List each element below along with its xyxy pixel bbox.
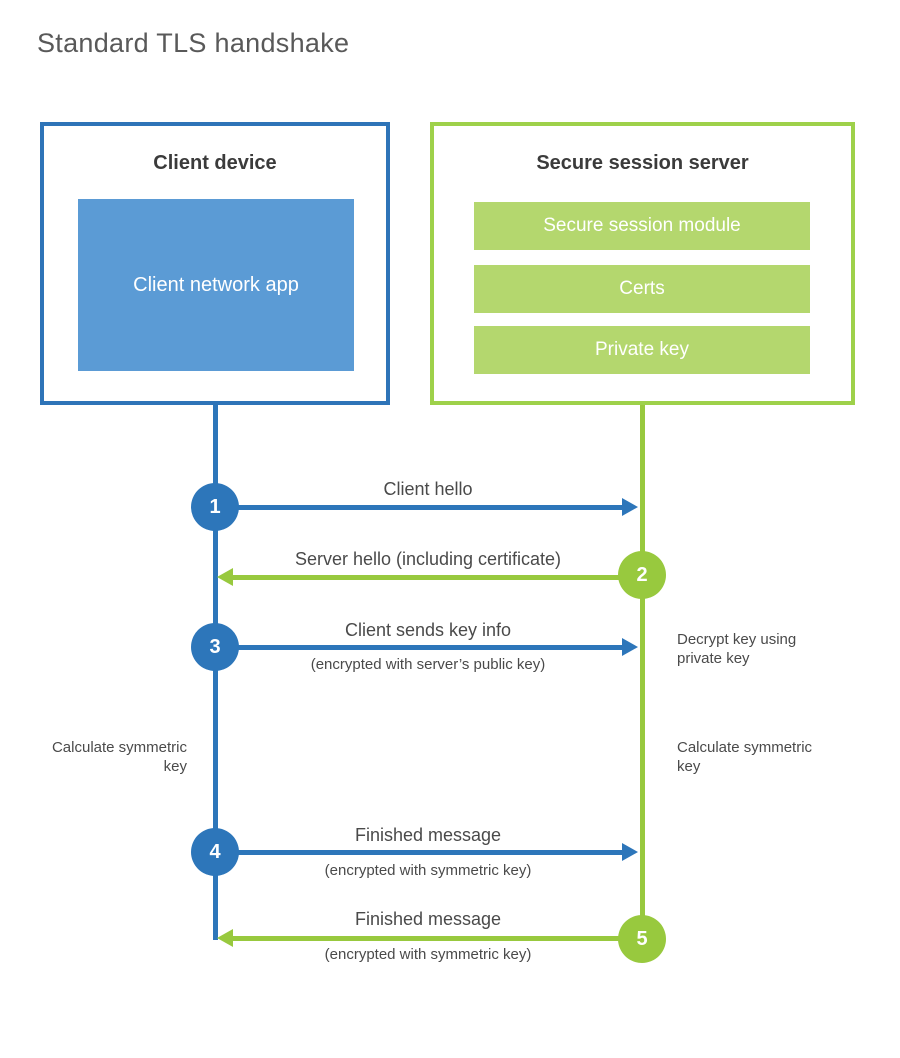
step-4-label: Finished message — [354, 825, 502, 845]
secure-session-server-title: Secure session server — [536, 152, 749, 174]
step-3-label: Client sends key info — [344, 620, 512, 640]
step-1-arrow-right-icon — [218, 498, 638, 516]
server-module-secure-session: Secure session module — [474, 202, 810, 250]
step-2-label: Server hello (including certificate) — [294, 549, 562, 569]
step-1-label: Client hello — [383, 479, 473, 499]
step-4-marker: 4 — [191, 828, 239, 876]
client-device-box: Client device Client network app — [40, 122, 390, 405]
server-module-private-key: Private key — [474, 326, 810, 374]
server-module-certs-label: Certs — [619, 278, 665, 299]
step-3-arrow-right-icon — [218, 638, 638, 656]
step-5-arrow-left-icon — [217, 929, 622, 947]
step-4-arrow-right-icon — [218, 843, 638, 861]
step-4-sublabel: (encrypted with symmetric key) — [324, 862, 532, 879]
client-network-app-box: Client network app — [78, 199, 354, 371]
step-5-label: Finished message — [354, 909, 502, 929]
step-3-marker: 3 — [191, 623, 239, 671]
client-device-title: Client device — [153, 152, 277, 174]
page-title: Standard TLS handshake — [37, 28, 350, 58]
client-network-app-label: Client network app — [133, 273, 299, 296]
note-calculate-symmetric-key-server: Calculate symmetric key — [677, 739, 813, 775]
server-module-certs: Certs — [474, 265, 810, 313]
step-2-arrow-left-icon — [217, 568, 622, 586]
note-calculate-symmetric-key-client: Calculate symmetric key — [51, 739, 187, 775]
server-module-secure-session-label: Secure session module — [543, 215, 741, 236]
server-module-private-key-label: Private key — [595, 339, 689, 360]
client-lifeline — [213, 405, 218, 940]
secure-session-server-box: Secure session server Secure session mod… — [430, 122, 855, 405]
note-decrypt-key: Decrypt key using private key — [677, 631, 797, 667]
step-1-marker: 1 — [191, 483, 239, 531]
step-3-sublabel: (encrypted with server’s public key) — [310, 656, 546, 673]
step-2-marker: 2 — [618, 551, 666, 599]
step-5-marker: 5 — [618, 915, 666, 963]
step-5-sublabel: (encrypted with symmetric key) — [324, 946, 532, 963]
server-lifeline — [640, 405, 645, 939]
